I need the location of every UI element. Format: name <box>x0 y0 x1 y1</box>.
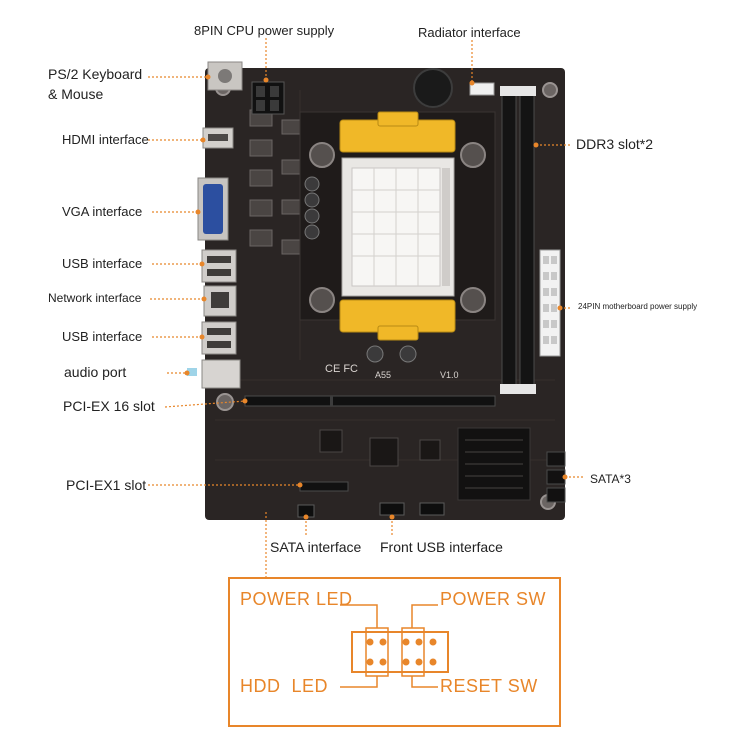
label-atx24: 24PIN motherboard power supply <box>578 302 698 311</box>
label-reset-sw: RESET SW <box>440 676 538 696</box>
bottom-headers <box>297 502 445 518</box>
label-hdd-led: HDD LED <box>240 676 329 696</box>
label-power-sw: POWER SW <box>440 589 546 609</box>
ddr3-slots <box>500 86 536 394</box>
hdmi-port <box>202 127 234 149</box>
atx-power-connector <box>539 249 561 357</box>
label-hdmi: HDMI interface <box>62 132 149 147</box>
front-panel-header <box>340 604 449 688</box>
label-sata3: SATA*3 <box>590 472 631 486</box>
board-version-mark: V1.0 <box>440 370 459 380</box>
label-radiator: Radiator interface <box>418 25 521 40</box>
front-panel-box <box>228 577 561 727</box>
vrm-chokes <box>249 109 301 255</box>
ps2-port <box>207 61 243 91</box>
cooler-bracket <box>339 111 456 341</box>
pcie-x1-slot <box>299 481 349 492</box>
vga-port <box>197 177 229 241</box>
label-power-led: POWER LED <box>240 589 353 609</box>
label-sata: SATA interface <box>270 539 362 555</box>
label-pcie16: PCI-EX 16 slot <box>63 398 155 414</box>
audio-jack <box>187 359 241 389</box>
label-ps2: PS/2 Keyboard & Mouse <box>48 66 143 102</box>
board-cert-mark: CE FC <box>325 363 358 375</box>
capacitors <box>304 176 417 363</box>
callout-dots <box>184 74 568 520</box>
callout-leaders <box>148 38 584 580</box>
label-pcie1: PCI-EX1 slot <box>66 477 147 493</box>
label-cpu-power: 8PIN CPU power supply <box>194 23 335 38</box>
sata-ports-group <box>546 451 566 503</box>
label-front-usb: Front USB interface <box>380 539 503 555</box>
board-model-mark: A55 <box>375 370 391 380</box>
label-usb-bottom: USB interface <box>62 329 143 344</box>
cpu-socket-area <box>299 111 496 341</box>
cmos-battery <box>413 68 453 108</box>
label-ddr3: DDR3 slot*2 <box>576 136 654 152</box>
usb-port-bottom <box>201 321 237 355</box>
label-network: Network interface <box>48 291 142 305</box>
pcie-x16-slot <box>244 395 496 407</box>
label-vga: VGA interface <box>62 204 143 219</box>
label-audio: audio port <box>64 364 127 380</box>
chipset-heatsink <box>457 427 531 501</box>
cpu-socket <box>341 157 455 297</box>
network-port <box>203 285 237 317</box>
usb-port-top <box>201 249 237 283</box>
cpu-power-connector <box>251 81 285 115</box>
misc-chips <box>319 429 441 467</box>
fan-header <box>469 82 495 96</box>
label-usb-top: USB interface <box>62 256 143 271</box>
